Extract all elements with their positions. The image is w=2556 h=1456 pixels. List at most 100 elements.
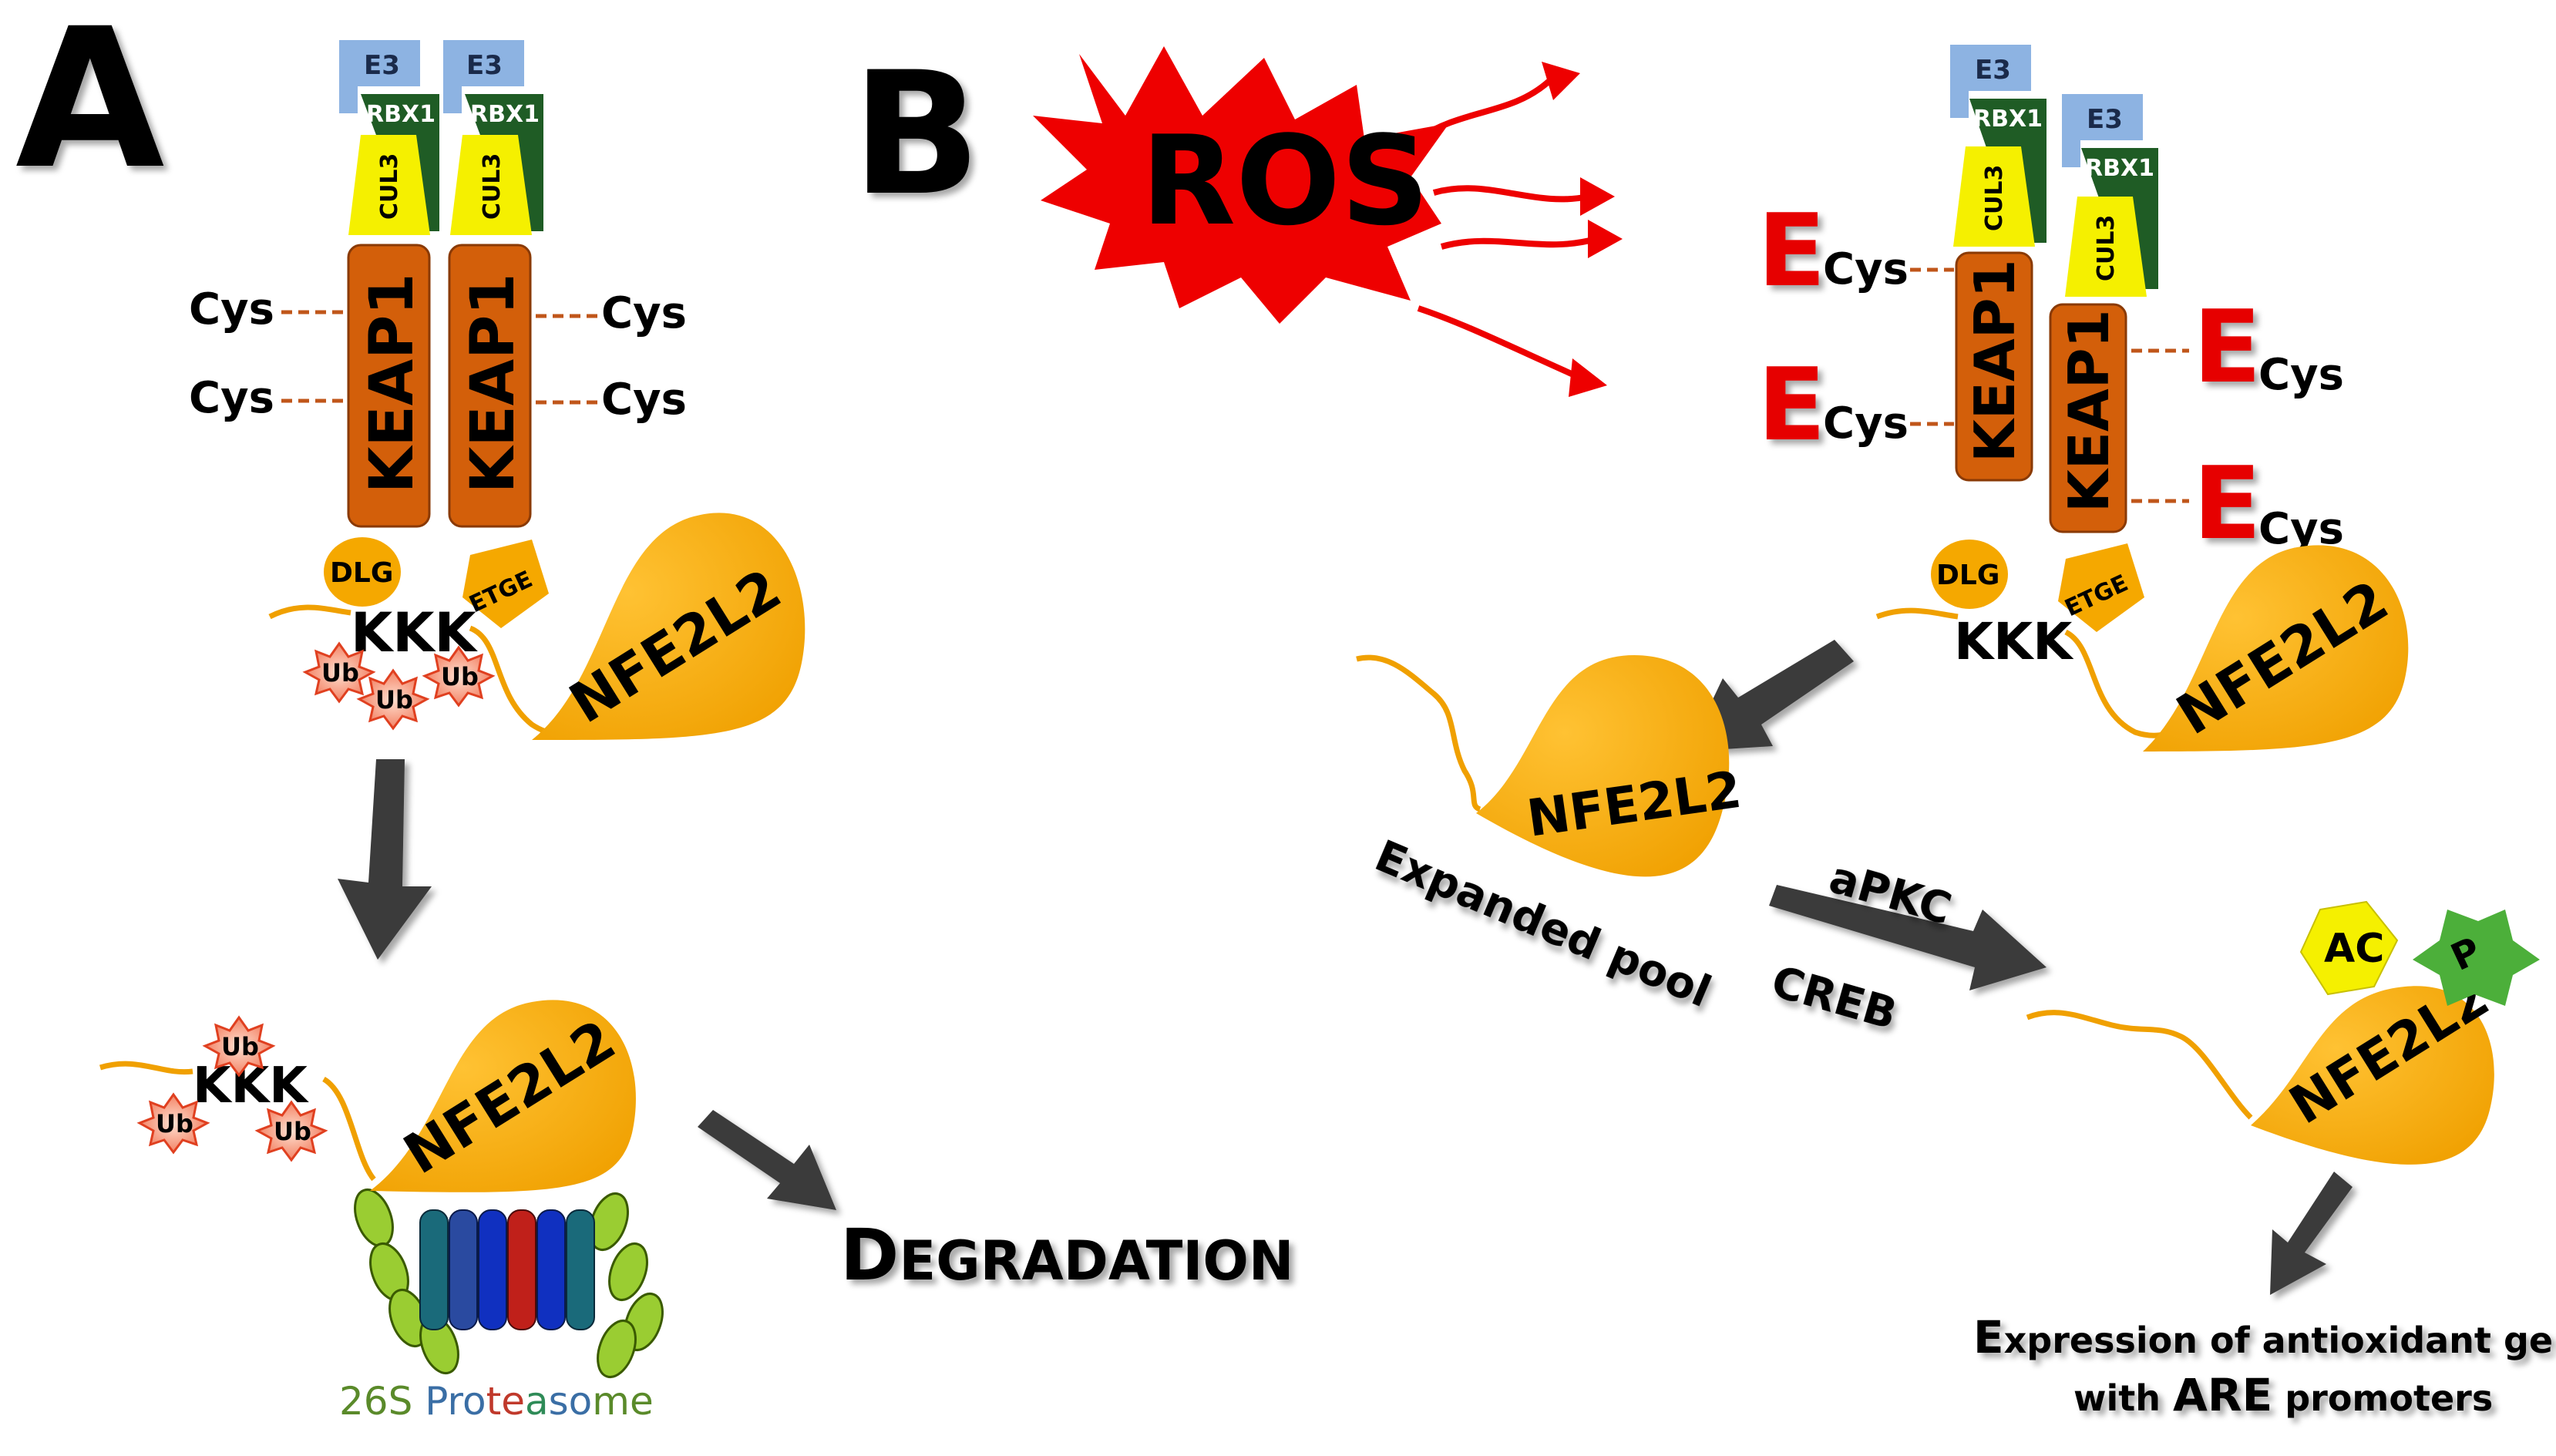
- rbx1-label: RBX1: [2085, 155, 2154, 182]
- arrow-activation: [1769, 885, 2046, 990]
- keap1-label: KEAP1: [2057, 309, 2121, 513]
- keap1-label: KEAP1: [1962, 259, 2027, 462]
- e3-label: E3: [364, 50, 400, 81]
- rbx1-label: RBX1: [470, 101, 540, 128]
- creb-label: CREB: [1766, 957, 1902, 1040]
- ub-tag: Ub: [422, 645, 496, 708]
- cul3-label: CUL3: [2093, 215, 2120, 281]
- panel-b-label: B: [852, 35, 981, 233]
- keap1-left: KEAP1: [1955, 251, 2033, 482]
- keap1-right: KEAP1: [448, 244, 532, 528]
- cys-label: Cys: [601, 288, 687, 338]
- electrophile-label: E: [1757, 192, 1826, 309]
- acetyl-group: AC: [2299, 900, 2399, 996]
- proteasome-label-part: 26S: [339, 1379, 425, 1424]
- arrow-release: [1688, 640, 1854, 752]
- kkk-label: KKK: [1954, 612, 2074, 671]
- electrophile-label: E: [2193, 445, 2262, 562]
- proteasome-label-part: me: [592, 1379, 653, 1424]
- ros-label: ROS: [1141, 109, 1429, 253]
- e3-ligase-left: E3: [1950, 45, 2031, 118]
- cul3-left: CUL3: [1953, 146, 2035, 247]
- e3-ligase-left: E3: [339, 40, 420, 113]
- nfe2l2-protein: NFE2L2: [2143, 545, 2409, 752]
- panel-b-complex: E3 RBX1 CUL3 KEAP1 E3 RBX1 CUL3: [1757, 45, 2409, 752]
- ub-tag: Ub: [202, 1015, 276, 1078]
- nfe2l2-activated: NFE2L2: [2026, 967, 2500, 1165]
- keap1-label: KEAP1: [358, 273, 427, 493]
- rbx1-label: RBX1: [1973, 106, 2043, 133]
- electrophile-label: E: [1757, 346, 1826, 463]
- ros-arrowheads: [1542, 62, 1623, 397]
- proteasome-ring-right: [589, 1192, 664, 1378]
- ub-label: Ub: [441, 662, 479, 691]
- ub-label: Ub: [221, 1032, 259, 1061]
- e3-label: E3: [466, 50, 503, 81]
- ros-burst: ROS: [1033, 46, 1449, 324]
- cys-label: Cys: [2258, 350, 2344, 400]
- ub-tag: Ub: [302, 641, 376, 704]
- modified-cys: E Cys: [1757, 346, 1954, 463]
- modified-cys: E Cys: [1757, 192, 1954, 309]
- e3-ligase-right: E3: [443, 40, 524, 113]
- ac-label: AC: [2324, 926, 2384, 972]
- panel-a-complex: E3 E3 RBX1 RBX1 CUL3 CUL3 KEAP1: [189, 40, 805, 740]
- cul3-right: CUL3: [450, 135, 532, 235]
- proteasome-label-part: so: [549, 1379, 593, 1424]
- degradation-label: DEGRADATION: [840, 1214, 1293, 1296]
- arrow-to-expression: [2270, 1172, 2353, 1295]
- e3-ligase-right: E3: [2062, 94, 2143, 167]
- modified-cys: E Cys: [2131, 445, 2344, 562]
- expression-line1: Expression of antioxidant genes: [1973, 1311, 2556, 1364]
- cul3-left: CUL3: [348, 135, 430, 235]
- cys-label: Cys: [2258, 504, 2344, 554]
- ub-tag: Ub: [136, 1092, 210, 1155]
- cys-label: Cys: [1823, 398, 1909, 449]
- e3-label: E3: [1975, 55, 2011, 86]
- panel-a-label: A: [15, 0, 164, 211]
- nfe2l2-free: NFE2L2: [1356, 654, 1745, 877]
- dlg-label: DLG: [330, 557, 393, 589]
- keap1-label: KEAP1: [459, 273, 528, 493]
- cys-label: Cys: [189, 373, 274, 423]
- nfe2l2-protein: NFE2L2: [532, 513, 805, 740]
- electrophile-label: E: [2193, 288, 2262, 405]
- cys-label: Cys: [189, 284, 274, 335]
- arrow-to-degradation: [698, 1110, 836, 1210]
- cul3-right: CUL3: [2065, 197, 2147, 297]
- nfe2l2-ubiquitinated: NFE2L2 KKK Ub Ub Ub: [99, 1000, 636, 1192]
- proteasome-complex: [354, 1189, 664, 1378]
- proteasome-ring-left: [354, 1189, 459, 1374]
- proteasome-label-part: a: [525, 1379, 549, 1424]
- dlg-motif: DLG: [324, 537, 401, 607]
- proteasome-core: [419, 1209, 595, 1330]
- cul3-label: CUL3: [1981, 165, 2008, 231]
- proteasome-label-part: Pro: [425, 1379, 486, 1424]
- ub-tag: Ub: [254, 1100, 328, 1162]
- proteasome-label: 26S Proteasome: [339, 1379, 654, 1424]
- ub-label: Ub: [156, 1109, 193, 1138]
- cul3-label: CUL3: [479, 153, 506, 220]
- ros-wavy-arrows: [1416, 79, 1597, 381]
- dlg-label: DLG: [1936, 560, 1999, 591]
- cul3-label: CUL3: [376, 153, 403, 220]
- keap1-left: KEAP1: [347, 244, 431, 528]
- ub-label: Ub: [321, 658, 359, 688]
- keap1-right: KEAP1: [2049, 303, 2127, 533]
- e3-label: E3: [2087, 104, 2123, 135]
- ub-label: Ub: [375, 685, 413, 715]
- etge-motif: ETGE: [462, 540, 549, 628]
- arrow-down-to-proteasome: [338, 759, 432, 960]
- cys-label: Cys: [1823, 244, 1909, 294]
- cys-label: Cys: [601, 375, 687, 425]
- etge-motif: ETGE: [2058, 543, 2144, 632]
- proteasome-label-part: te: [486, 1379, 525, 1424]
- rbx1-label: RBX1: [366, 101, 436, 128]
- dlg-motif: DLG: [1931, 540, 2008, 609]
- phosphate-group: P: [2413, 910, 2540, 1006]
- ub-label: Ub: [274, 1117, 311, 1146]
- modified-cys: E Cys: [2131, 288, 2344, 405]
- expression-line2: with ARE promoters: [2073, 1369, 2493, 1421]
